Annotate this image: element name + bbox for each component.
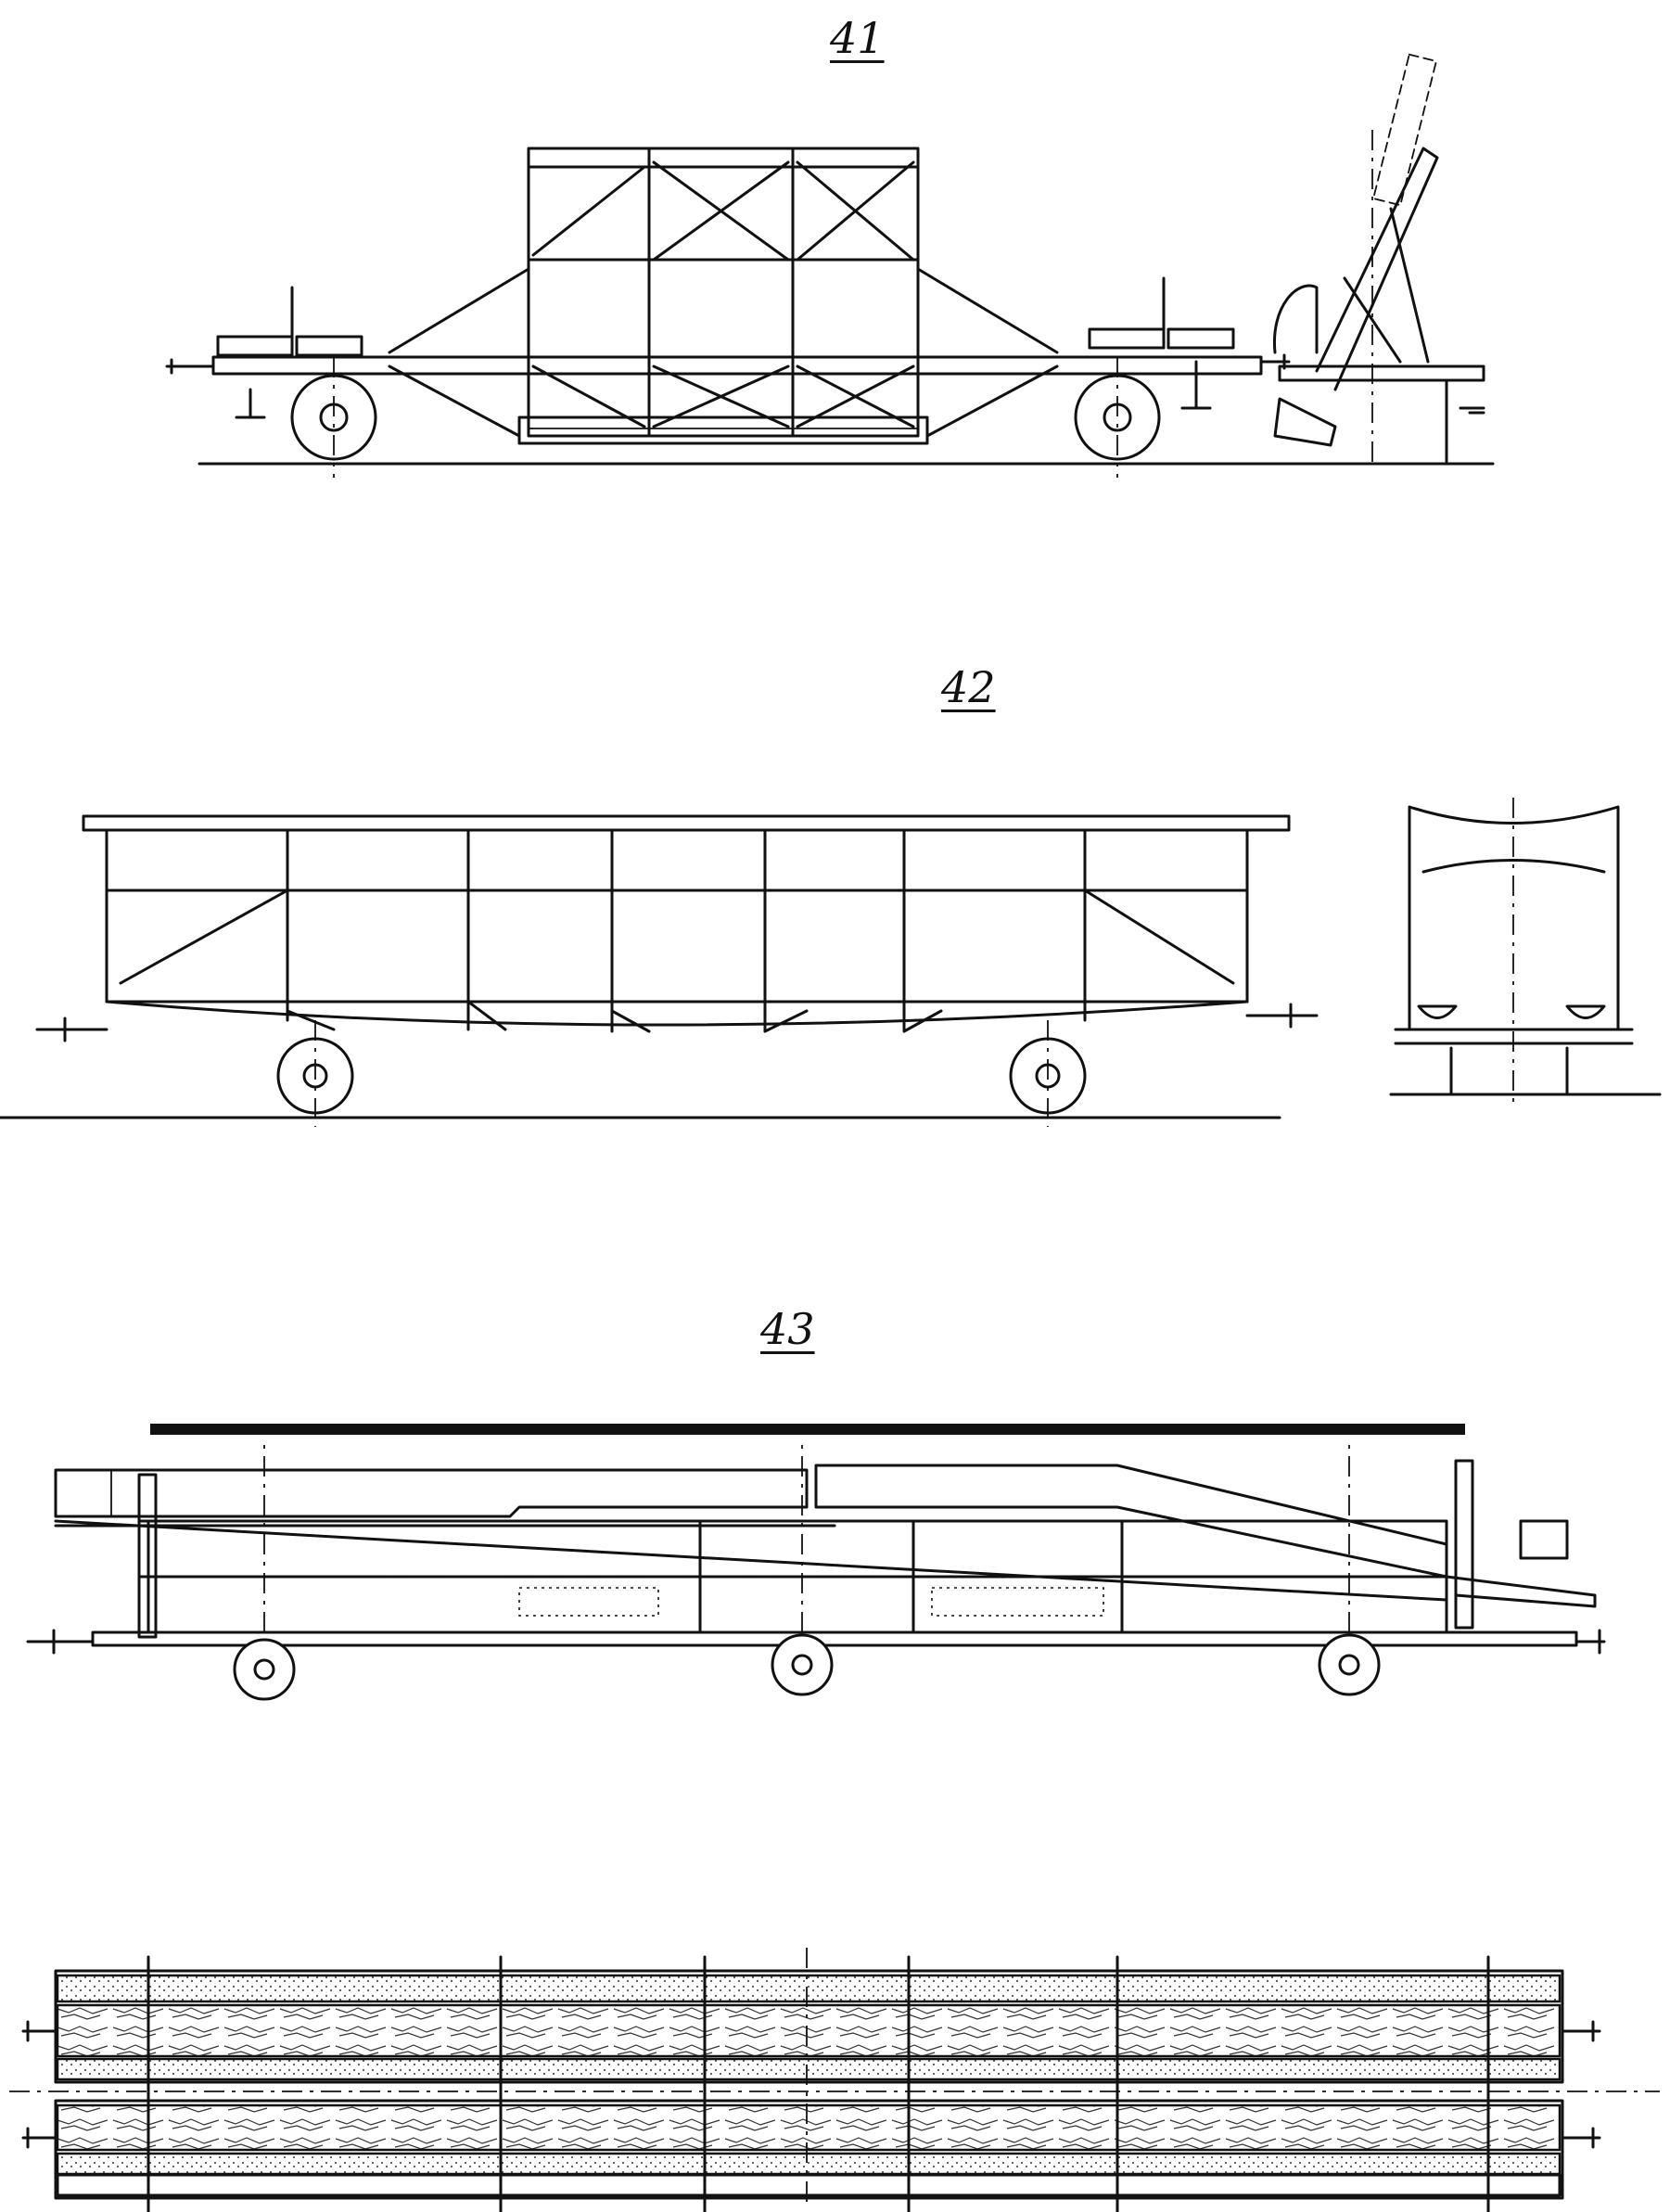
figure-42-drawing	[0, 798, 1662, 1127]
figure-label-41: 41	[830, 13, 885, 63]
figure-43-drawing	[26, 1424, 1606, 1701]
figure-41-drawing	[165, 53, 1495, 478]
figure-label-43: 43	[760, 1304, 815, 1354]
figure-label-42: 42	[941, 662, 996, 712]
plan-view-drawing	[9, 1948, 1660, 2212]
